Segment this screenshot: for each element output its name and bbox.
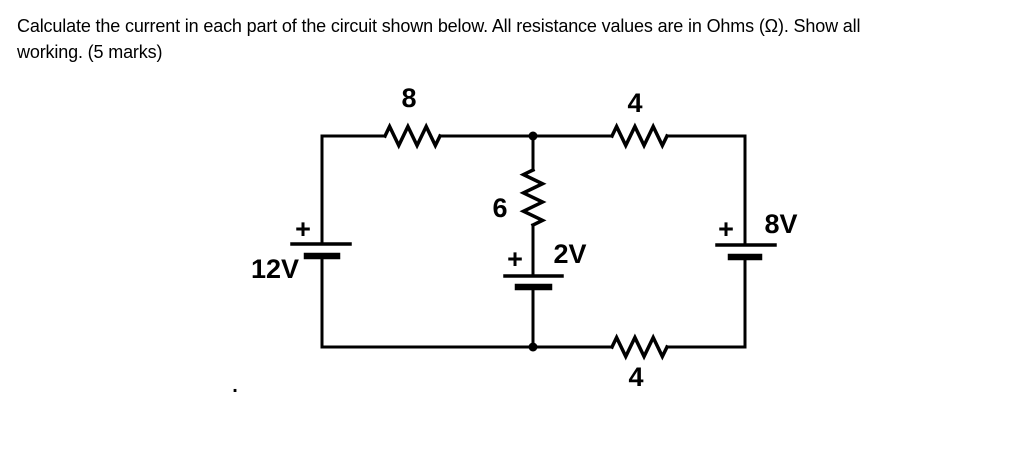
battery-8v-label: 8V <box>764 209 797 239</box>
question-text-line2: working. (5 marks) <box>17 42 163 62</box>
battery-12v-plus-sign: + <box>295 214 311 244</box>
stray-period-dot: . <box>232 375 238 397</box>
junction-dot-top <box>528 131 538 141</box>
resistor-4-bottom-label: 4 <box>628 362 643 392</box>
resistor-4-top-symbol <box>609 122 670 150</box>
resistor-8-symbol <box>382 122 443 150</box>
circuit-wires <box>290 122 777 361</box>
resistor-4-top-label: 4 <box>627 88 642 118</box>
resistor-6-symbol <box>519 167 547 228</box>
wire-top-right <box>665 134 747 247</box>
battery-12v-label: 12V <box>251 254 299 284</box>
resistor-8-label: 8 <box>401 83 416 113</box>
circuit-junctions <box>528 131 538 352</box>
question-text-line1: Calculate the current in each part of th… <box>17 16 861 36</box>
resistor-4-bottom-symbol <box>609 333 670 361</box>
battery-2v-label: 2V <box>553 239 586 269</box>
wire-top-left <box>320 134 387 246</box>
wire-bottom-right <box>665 255 747 349</box>
wire-bottom-left <box>320 254 535 349</box>
resistor-6-label: 6 <box>492 193 507 223</box>
question-text: Calculate the current in each part of th… <box>17 13 1017 65</box>
junction-dot-bottom <box>528 342 538 352</box>
battery-2v-plus-sign: + <box>507 244 523 274</box>
battery-8v-plus-sign: + <box>718 214 734 244</box>
circuit-labels: 8 4 6 4 12V + 2V + 8V + . <box>232 83 797 397</box>
